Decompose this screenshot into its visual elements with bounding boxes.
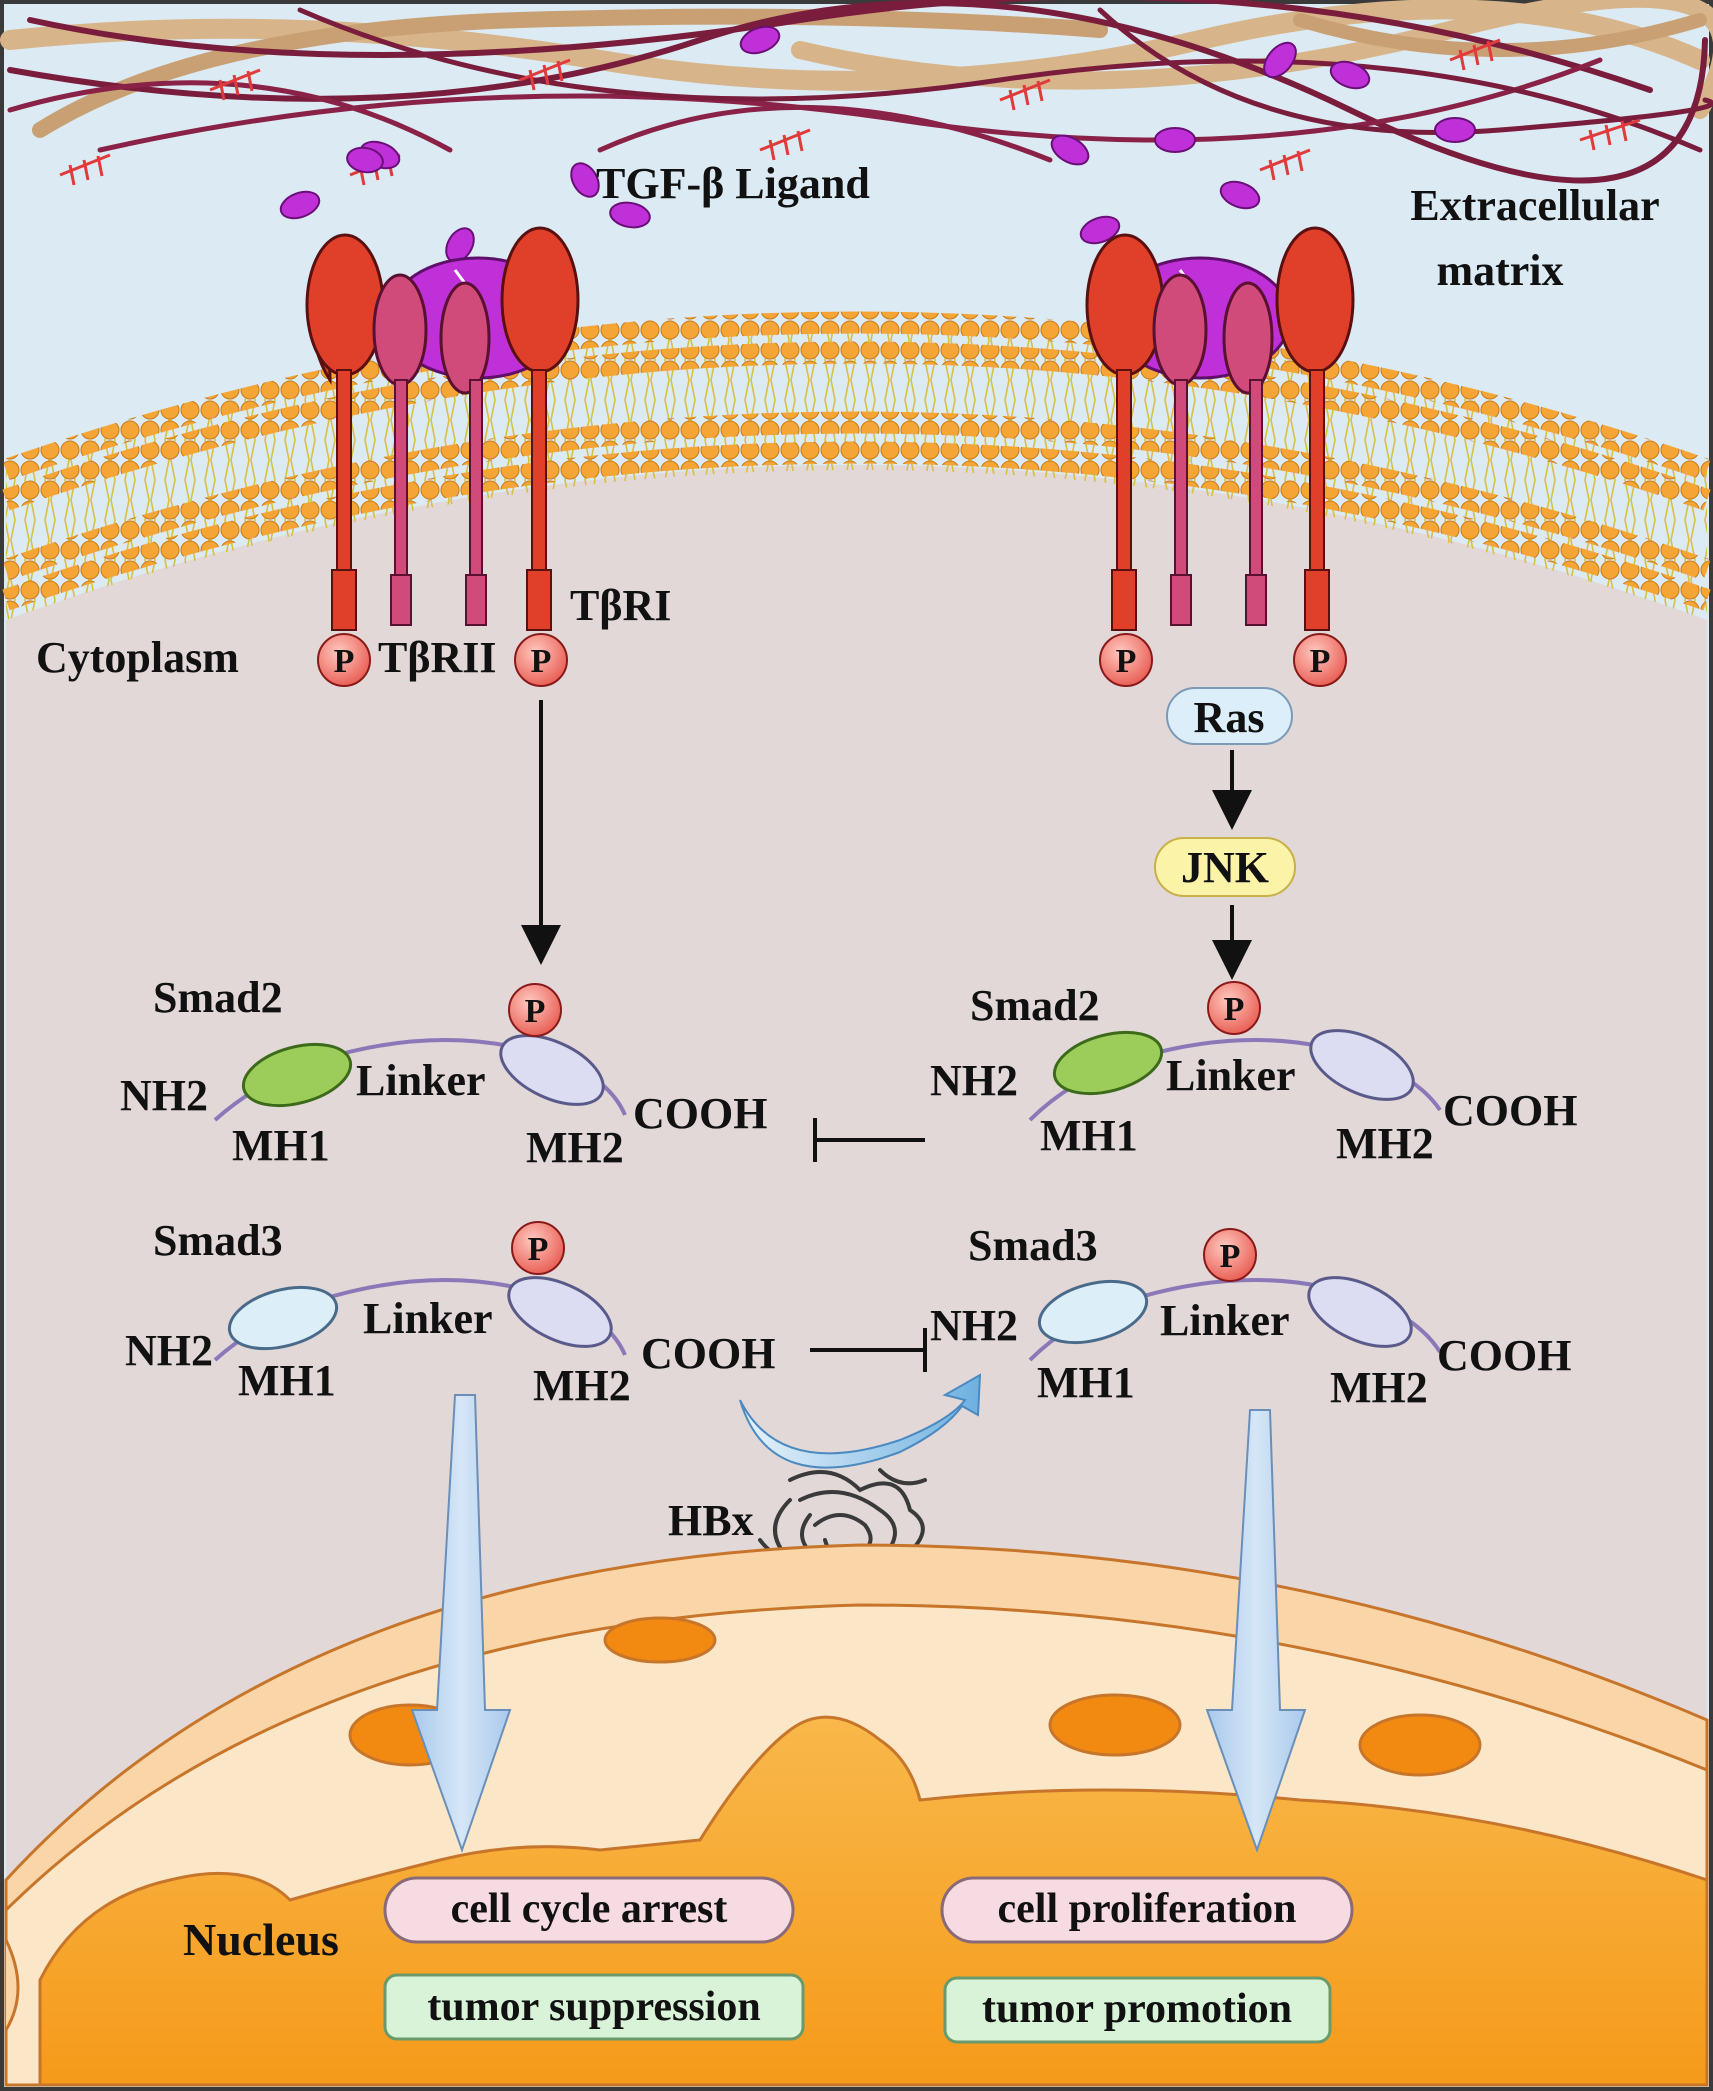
ras-label: Ras	[1194, 693, 1265, 742]
right-result-pill: tumor promotion	[943, 1976, 1332, 2044]
mh2-label: MH2	[526, 1123, 624, 1172]
cytoplasm-label: Cytoplasm	[36, 633, 239, 682]
linker-label: Linker	[363, 1294, 493, 1343]
phospho-label: P	[1116, 643, 1137, 680]
receptor-type2-label: TβRII	[378, 633, 497, 682]
smad3-label: Smad3	[153, 1216, 283, 1265]
ras-node: Ras	[1166, 687, 1293, 745]
phospho-group-receptor-left-2: P	[514, 633, 568, 687]
phospho-label: P	[334, 643, 355, 680]
phospho-label: P	[1220, 1238, 1241, 1275]
receptor-complex-left	[305, 226, 580, 631]
matrix-label-line1: Extracellular	[1410, 181, 1659, 230]
ligand-label: TGF-β Ligand	[596, 159, 870, 208]
linker-label: Linker	[356, 1056, 486, 1105]
phospho-label: P	[528, 1231, 549, 1268]
smad2-label: Smad2	[970, 981, 1100, 1030]
phospho-label: P	[1224, 991, 1245, 1028]
phospho-group-receptor-right-1: P	[1099, 633, 1153, 687]
mh2-label: MH2	[1330, 1363, 1428, 1412]
extracellular-matrix-fibers	[0, 0, 1713, 184]
mh1-label: MH1	[1037, 1358, 1135, 1407]
mh1-label: MH1	[238, 1356, 336, 1405]
mh1-label: MH1	[232, 1121, 330, 1170]
receptor-complex-right	[1085, 226, 1355, 631]
cooh-label: COOH	[1437, 1331, 1571, 1380]
smad3-right: Smad3 P NH2 MH1 Linker MH2 COOH	[930, 1221, 1571, 1412]
nh2-label: NH2	[930, 1301, 1018, 1350]
nucleus-label: Nucleus	[183, 1914, 339, 1965]
mh1-label: MH1	[1040, 1111, 1138, 1160]
free-tgf-beta-ligands	[279, 25, 1476, 263]
cooh-label: COOH	[1443, 1086, 1577, 1135]
inhibition-smad3	[810, 1328, 927, 1372]
smad3-label: Smad3	[968, 1221, 1098, 1270]
mh2-label: MH2	[533, 1361, 631, 1410]
jnk-node: JNK	[1154, 837, 1296, 897]
jnk-label: JNK	[1181, 843, 1269, 892]
left-result-text: tumor suppression	[427, 1984, 760, 2030]
cooh-label: COOH	[633, 1089, 767, 1138]
left-effect-pill: cell cycle arrest	[383, 1876, 795, 1944]
smad2-right: Smad2 P NH2 MH1 Linker MH2 COOH	[930, 981, 1577, 1168]
smad2-label: Smad2	[153, 973, 283, 1022]
nh2-label: NH2	[120, 1071, 208, 1120]
left-effect-text: cell cycle arrest	[451, 1886, 728, 1932]
hbx-label: HBx	[668, 1496, 754, 1545]
phospho-group-receptor-left-1: P	[317, 633, 371, 687]
right-result-text: tumor promotion	[982, 1986, 1292, 2032]
linker-label: Linker	[1160, 1296, 1290, 1345]
linker-label: Linker	[1166, 1051, 1296, 1100]
phospho-label: P	[531, 643, 552, 680]
left-result-pill: tumor suppression	[383, 1973, 805, 2041]
left-pathway-arrow	[410, 1394, 512, 1854]
right-effect-pill: cell proliferation	[940, 1876, 1354, 1944]
right-pathway-arrow	[1205, 1409, 1307, 1854]
matrix-label-line2: matrix	[1436, 246, 1563, 295]
nh2-label: NH2	[930, 1056, 1018, 1105]
phospho-label: P	[1310, 643, 1331, 680]
phospho-label: P	[525, 993, 546, 1030]
smad3-left: Smad3 P NH2 MH1 Linker MH2 COOH	[125, 1216, 775, 1410]
hbx-arc-arrow	[739, 1373, 982, 1469]
nh2-label: NH2	[125, 1326, 213, 1375]
inhibition-smad2	[813, 1118, 925, 1162]
right-effect-text: cell proliferation	[998, 1886, 1297, 1932]
phospho-group-receptor-right-2: P	[1293, 633, 1347, 687]
smad2-left: Smad2 P NH2 MH1 Linker MH2 COOH	[120, 973, 767, 1172]
plasma-membrane	[2, 311, 1711, 620]
mh2-label: MH2	[1336, 1119, 1434, 1168]
receptor-type1-label: TβRI	[570, 581, 671, 630]
cooh-label: COOH	[641, 1329, 775, 1378]
matrix-crosslinks	[59, 38, 1641, 186]
